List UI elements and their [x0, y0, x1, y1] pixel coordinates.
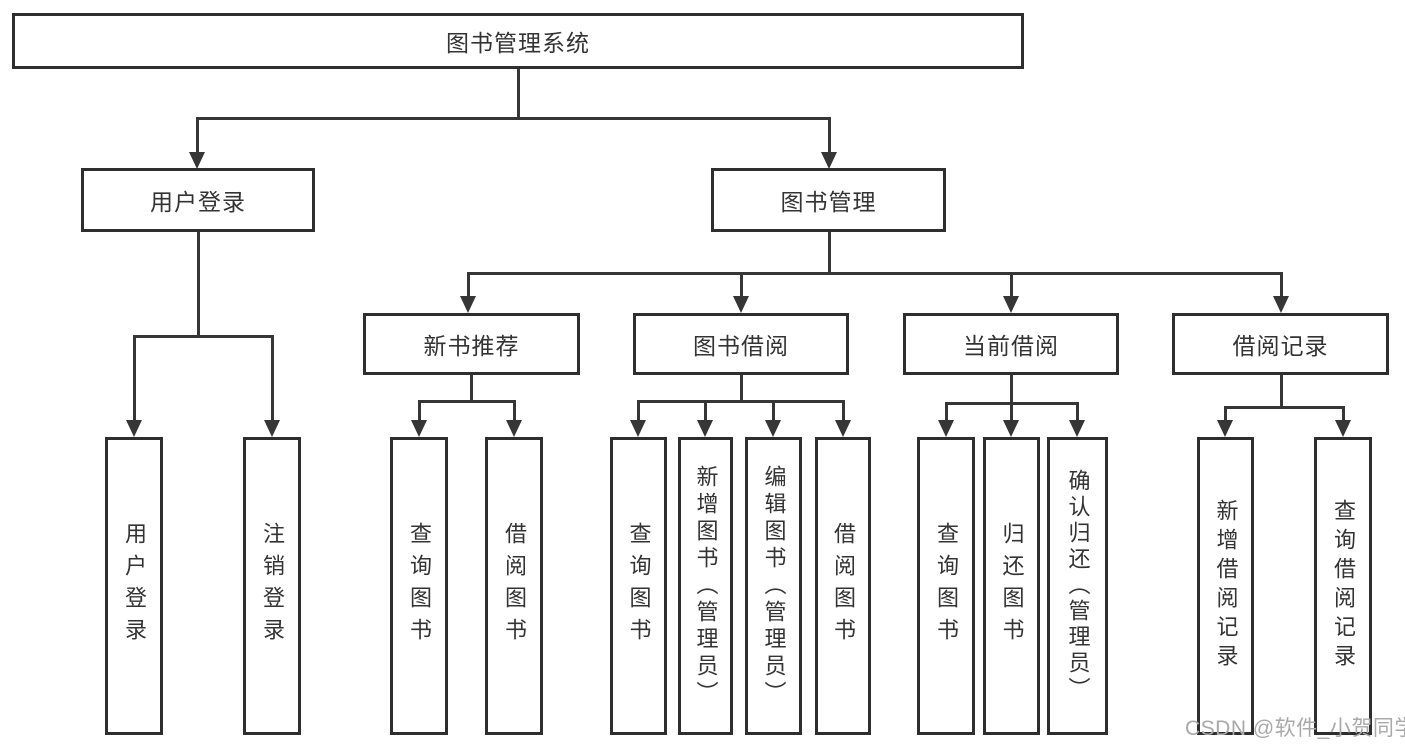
connector-ul1-drop [133, 335, 136, 421]
leaf-newbook-borrow-label: 借阅图书 [502, 522, 527, 650]
arrowhead-user-login-icon [189, 152, 205, 169]
leaf-bb-query: 查询图书 [610, 437, 667, 735]
connector-book-borrow-branch [637, 400, 844, 403]
node-root-label: 图书管理系统 [446, 30, 590, 56]
arrowhead-cb3-icon [1069, 420, 1085, 437]
connector-cb1-drop [945, 402, 948, 421]
arrowhead-ul1-icon [126, 420, 142, 437]
node-book-mgmt: 图书管理 [711, 168, 946, 232]
leaf-logout-label: 注销登录 [260, 522, 285, 650]
leaf-cb-query: 查询图书 [917, 437, 975, 735]
leaf-logout: 注销登录 [243, 437, 301, 735]
connector-new-book-drop [467, 272, 470, 298]
leaf-br-query-label: 查询借阅记录 [1331, 499, 1356, 673]
arrowhead-cb1-icon [938, 420, 954, 437]
leaf-bb-borrow-label: 借阅图书 [831, 522, 856, 650]
arrowhead-bb1-icon [630, 420, 646, 437]
connector-borrow-record-stub [1280, 375, 1283, 409]
arrowhead-bb2-icon [697, 420, 713, 437]
connector-cb3-drop [1076, 402, 1079, 421]
connector-borrow-record-branch [1224, 406, 1344, 409]
node-book-mgmt-label: 图书管理 [780, 189, 877, 215]
leaf-br-add-label: 新增借阅记录 [1213, 499, 1239, 673]
leaf-bb-edit-label: 编辑图书（管理员） [761, 464, 787, 708]
connector-root-stub [517, 69, 520, 119]
connector-level3-branch [467, 272, 1282, 275]
leaf-newbook-borrow: 借阅图书 [485, 437, 543, 735]
csdn-watermark: CSDN @软件_小贺同学 [1185, 717, 1405, 740]
leaf-bb-query-label: 查询图书 [626, 522, 652, 650]
connector-bb1-drop [637, 400, 640, 421]
connector-book-mgmt-drop [828, 117, 831, 153]
connector-book-borrow-stub [740, 375, 743, 403]
connector-new-book-stub [470, 375, 473, 403]
arrowhead-br2-icon [1335, 420, 1351, 437]
connector-bb4-drop [842, 400, 845, 421]
leaf-newbook-query: 查询图书 [390, 437, 448, 735]
leaf-cb-return-label: 归还图书 [999, 522, 1025, 650]
leaf-user-login: 用户登录 [105, 437, 163, 735]
arrowhead-book-mgmt-icon [821, 152, 837, 169]
connector-current-borrow-drop [1010, 272, 1013, 298]
leaf-cb-confirm-label: 确认归还（管理员） [1065, 469, 1091, 703]
arrowhead-book-borrow-icon [733, 296, 749, 313]
node-root: 图书管理系统 [12, 13, 1024, 69]
node-new-book-label: 新书推荐 [423, 333, 520, 359]
connector-user-login-drop [196, 117, 199, 153]
connector-borrow-record-drop [1280, 272, 1283, 298]
connector-nb1-drop [418, 400, 421, 421]
connector-ul2-drop [271, 335, 274, 421]
connector-bb2-drop [704, 400, 707, 421]
connector-book-mgmt-stub [828, 232, 831, 275]
leaf-newbook-query-label: 查询图书 [407, 522, 432, 650]
leaf-bb-borrow: 借阅图书 [815, 437, 871, 735]
connector-br1-drop [1224, 406, 1227, 421]
connector-book-borrow-drop [740, 272, 743, 298]
connector-new-book-branch [418, 400, 516, 403]
node-borrow-record: 借阅记录 [1172, 313, 1389, 375]
connector-bb3-drop [772, 400, 775, 421]
leaf-cb-query-label: 查询图书 [934, 522, 959, 650]
arrowhead-nb2-icon [506, 420, 522, 437]
arrowhead-current-borrow-icon [1003, 296, 1019, 313]
leaf-bb-edit: 编辑图书（管理员） [745, 437, 802, 735]
arrowhead-new-book-icon [460, 296, 476, 313]
leaf-bb-add-label: 新增图书（管理员） [693, 464, 719, 708]
connector-user-login-branch [133, 335, 274, 338]
node-current-borrow: 当前借阅 [903, 313, 1119, 375]
connector-br2-drop [1342, 406, 1345, 421]
connector-current-borrow-stub [1010, 375, 1013, 405]
node-current-borrow-label: 当前借阅 [963, 333, 1059, 359]
arrowhead-nb1-icon [411, 420, 427, 437]
arrowhead-cb2-icon [1003, 420, 1019, 437]
node-user-login-label: 用户登录 [150, 189, 246, 215]
node-book-borrow-label: 图书借阅 [693, 333, 789, 359]
node-borrow-record-label: 借阅记录 [1232, 333, 1329, 359]
node-user-login: 用户登录 [81, 168, 315, 232]
arrowhead-bb3-icon [765, 420, 781, 437]
leaf-cb-return: 归还图书 [983, 437, 1040, 735]
arrowhead-ul2-icon [264, 420, 280, 437]
arrowhead-bb4-icon [835, 420, 851, 437]
leaf-bb-add: 新增图书（管理员） [678, 437, 733, 735]
leaf-br-query: 查询借阅记录 [1314, 437, 1372, 735]
connector-nb2-drop [513, 400, 516, 421]
connector-cb2-drop [1010, 402, 1013, 421]
arrowhead-borrow-record-icon [1273, 296, 1289, 313]
leaf-br-add: 新增借阅记录 [1197, 437, 1254, 735]
node-book-borrow: 图书借阅 [633, 313, 849, 375]
leaf-cb-confirm: 确认归还（管理员） [1047, 437, 1108, 735]
node-new-book: 新书推荐 [363, 313, 580, 375]
leaf-user-login-label: 用户登录 [122, 522, 147, 650]
arrowhead-br1-icon [1217, 420, 1233, 437]
connector-user-login-stub [197, 232, 200, 338]
connector-level2-branch [196, 117, 831, 120]
